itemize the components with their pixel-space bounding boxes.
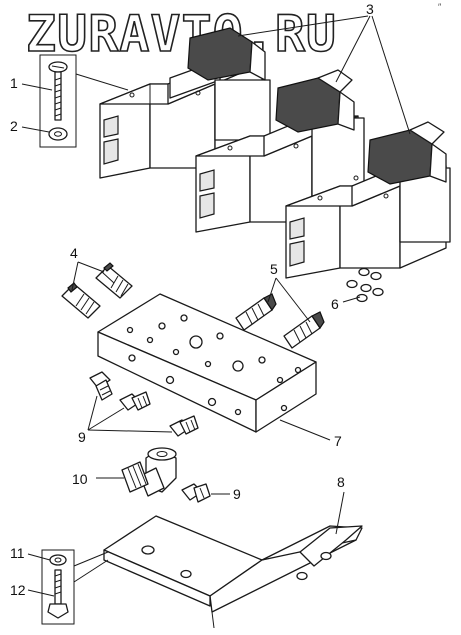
leader-1-to-valve: [75, 73, 129, 91]
callout-9a: 9: [78, 429, 86, 445]
callout-10: 10: [72, 471, 88, 487]
plug-9c-icon: [169, 415, 199, 437]
leader-9a: [87, 395, 98, 431]
plug-9a-icon: [89, 371, 113, 401]
callout-6: 6: [331, 296, 339, 312]
callout-11: 11: [10, 545, 25, 561]
leader-4b: [71, 261, 79, 291]
threaded-nipple-4b-icon: [61, 282, 101, 319]
callout-7: 7: [334, 433, 342, 449]
callout-8: 8: [337, 474, 345, 490]
leader-12-to-bracket: [73, 559, 109, 583]
callout-4: 4: [70, 245, 78, 261]
threaded-nipple-5a-icon: [235, 293, 277, 331]
callout-12: 12: [10, 582, 26, 598]
callout-9b: 9: [233, 486, 241, 502]
leader-8: [335, 491, 345, 535]
leader-7: [279, 419, 331, 441]
bolt-12-icon: [47, 569, 69, 619]
callout-3: 3: [366, 1, 374, 17]
washer-11-icon: [49, 554, 67, 566]
leader-11: [27, 553, 51, 561]
leader-3: [237, 15, 411, 135]
leader-11-to-bracket: [73, 551, 109, 567]
leader-1: [21, 83, 53, 91]
leader-12: [27, 589, 55, 597]
bolt-washer-box: [39, 54, 77, 148]
leader-6: [342, 296, 361, 303]
plug-9b-icon: [119, 391, 151, 411]
callout-2: 2: [10, 118, 18, 134]
o-ring-icon: [346, 267, 384, 303]
solenoid-valve-3-icon: [285, 121, 451, 279]
bracket-icon: [103, 515, 363, 629]
leader-4a: [77, 261, 105, 273]
leader-9b: [87, 407, 125, 431]
watermark-zuravto: ZURAVTO.RU: [25, 4, 338, 64]
threaded-nipple-4a-icon: [95, 262, 133, 299]
leader-9c: [87, 429, 173, 433]
elbow-fitting-icon: [121, 447, 177, 497]
bolt-icon: [48, 61, 68, 121]
callout-1: 1: [10, 75, 18, 91]
corner-mark: ″: [438, 2, 442, 12]
washer-bolt-box: [41, 549, 75, 625]
callout-5: 5: [270, 261, 278, 277]
threaded-nipple-5b-icon: [283, 311, 325, 349]
leader-5b: [275, 277, 311, 323]
plug-9d-icon: [181, 483, 211, 503]
manifold-block-icon: [97, 293, 317, 433]
leader-2: [21, 126, 50, 133]
washer-icon: [48, 127, 68, 141]
leader-5a: [267, 277, 277, 303]
